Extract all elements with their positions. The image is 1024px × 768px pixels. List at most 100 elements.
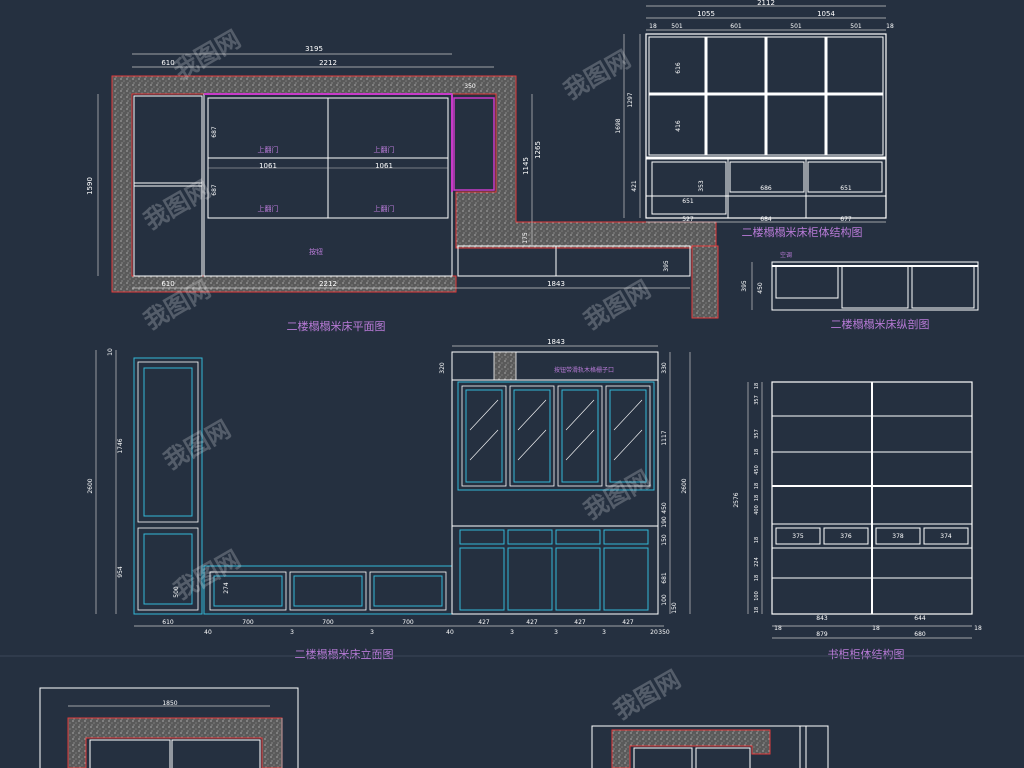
elevation-bench: [203, 565, 453, 615]
structure-inner-4: 651: [840, 185, 852, 192]
section-view: 空调 395 450 二楼榻榻米床纵剖图: [741, 251, 979, 331]
elevation-dim-bottom-15: 427: [622, 619, 634, 626]
elevation-inner-1: 320: [439, 362, 446, 374]
bottom-frame-right: [591, 725, 829, 768]
structure-dim-cell-3: 601: [730, 23, 742, 30]
bookcase-dim-bottom-7: 680: [914, 631, 926, 638]
bookcase-dim-bottom-2: 843: [816, 615, 828, 622]
bottom-frame-left: [39, 687, 299, 768]
bookcase-dim-left-5: 450: [754, 465, 760, 475]
section-dim-2: 450: [757, 282, 764, 294]
plan-view: 上翻门 上翻门 上翻门 上翻门 按钮 1061 1061 687 687 175…: [86, 45, 719, 333]
elevation-dim-bottom-16: 20: [650, 629, 658, 636]
plan-label-1: 上翻门: [258, 145, 279, 154]
plan-dim-top-1: 610: [161, 59, 174, 67]
plan-label-2: 上翻门: [374, 145, 395, 154]
plan-dim-total: 3195: [305, 45, 323, 53]
bookcase-inner-4: 374: [940, 533, 952, 540]
bookcase-dim-bottom-3: 18: [872, 625, 880, 632]
structure-dim-left-1: 1297: [627, 92, 634, 107]
bookcase-title: 书柜柜体结构图: [828, 647, 905, 661]
plan-dim-right-1: 1145: [522, 157, 530, 175]
watermark-8: 我图网: [169, 545, 245, 605]
bookcase-inner-3: 378: [892, 533, 904, 540]
elevation-dim-bottom-10: 3: [510, 629, 514, 636]
elevation-dim-bottom-4: 3: [290, 629, 294, 636]
plan-label-4: 上翻门: [374, 204, 395, 213]
plan-label-3: 上翻门: [258, 204, 279, 213]
section-frame: [771, 261, 979, 311]
elevation-dim-bottom-9: 427: [478, 619, 490, 626]
section-dim-1: 395: [741, 280, 748, 292]
plan-dim-top-2: 2212: [319, 59, 337, 67]
structure-dim-left-4: 416: [675, 120, 682, 132]
elevation-top-dim: 1843: [547, 338, 565, 346]
elevation-dim-right-8: 100: [661, 594, 668, 606]
elevation-dim-right-6: 150: [661, 534, 668, 546]
plan-wall-right-column: [691, 245, 719, 319]
section-title: 二楼榻榻米床纵剖图: [831, 317, 930, 331]
elevation-dim-bottom-2: 40: [204, 629, 212, 636]
bookcase-dim-left-6: 18: [754, 483, 760, 489]
plan-dim-left: 1590: [86, 177, 94, 195]
bookcase-dim-left-12: 100: [754, 591, 760, 601]
structure-inner-2: 353: [698, 180, 705, 192]
structure-dim-left-3: 616: [675, 62, 682, 74]
structure-dim-top-1: 1055: [697, 10, 715, 18]
plan-width-2: 1061: [375, 162, 393, 170]
plan-lower-cabinet: [457, 245, 691, 277]
plan-dim-bottom-1: 610: [161, 280, 174, 288]
elevation-dim-right-3: 2600: [681, 478, 688, 493]
elevation-dim-bottom-13: 427: [574, 619, 586, 626]
bookcase-dim-left-13: 18: [754, 607, 760, 613]
elevation-dim-bottom-3: 700: [242, 619, 254, 626]
watermark-4: 我图网: [579, 275, 655, 335]
elevation-title: 二楼榻榻米床立面图: [295, 647, 394, 661]
elevation-annotation: 按钮带滑轨木格栅子口: [554, 366, 614, 374]
bookcase-dim-left-11: 18: [754, 575, 760, 581]
bookcase-dim-left-10: 224: [754, 557, 760, 567]
structure-dim-cell-2: 501: [671, 23, 683, 30]
elevation-dim-bottom-8: 40: [446, 629, 454, 636]
bookcase-inner-2: 376: [840, 533, 852, 540]
elevation-dim-left-3: 2600: [87, 478, 94, 493]
plan-label-5: 按钮: [309, 247, 323, 256]
bookcase-dim-left-2: 357: [754, 395, 760, 405]
elevation-dim-bottom-7: 700: [402, 619, 414, 626]
bookcase-dim-bottom-1: 18: [774, 625, 782, 632]
plan-inner-dim-1: 687: [211, 126, 218, 138]
elevation-right-cabinet: [451, 351, 659, 615]
bookcase-dim-bottom-6: 879: [816, 631, 828, 638]
structure-dim-top-2: 1054: [817, 10, 835, 18]
plan-small-dim-1: 175: [522, 232, 529, 244]
bottom-views: 1850: [0, 655, 1024, 768]
plan-inner-dim-2: 687: [211, 184, 218, 196]
elevation-dim-right-9: 150: [671, 602, 678, 614]
bookcase-dim-left-9: 18: [754, 537, 760, 543]
elevation-dim-bottom-12: 3: [554, 629, 558, 636]
elevation-dim-bottom-14: 3: [602, 629, 606, 636]
elevation-tall-cabinet: [133, 357, 203, 615]
structure-inner-1: 651: [682, 198, 694, 205]
bookcase-dim-left-7: 18: [754, 495, 760, 501]
elevation-dim-bottom-17: 350: [658, 629, 670, 636]
watermark-7: 我图网: [579, 465, 655, 525]
structure-dim-bottom-2: 684: [760, 216, 772, 223]
elevation-dim-right-5: 190: [661, 516, 668, 528]
structure-inner-3: 686: [760, 185, 772, 192]
structure-view: 2112 1055 1054 18 501 601 501 501 18 129…: [615, 0, 894, 239]
elevation-dim-left-2: 1746: [117, 438, 124, 453]
plan-dim-bottom-2: 2212: [319, 280, 337, 288]
bookcase-dim-left-8: 400: [754, 505, 760, 515]
elevation-dim-bottom-1: 610: [162, 619, 174, 626]
bookcase-dim-left-1: 18: [754, 383, 760, 389]
bookcase-dim-bottom-4: 644: [914, 615, 926, 622]
plan-right-cabinet: [453, 97, 495, 191]
bookcase-dim-bottom-5: 18: [974, 625, 982, 632]
bookcase-inner-1: 375: [792, 533, 804, 540]
bookcase-dim-left-4: 18: [754, 449, 760, 455]
structure-dim-cell-5: 501: [850, 23, 862, 30]
plan-dim-top-3: 350: [464, 83, 476, 90]
elevation-dim-right-2: 1117: [661, 430, 668, 445]
